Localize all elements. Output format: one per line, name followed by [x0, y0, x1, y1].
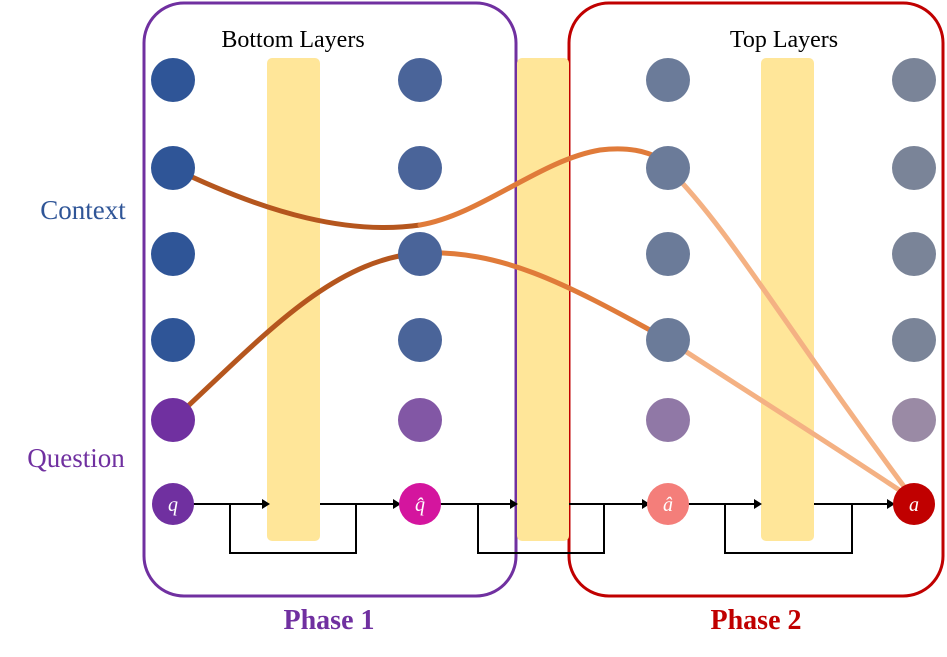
context-node-col2-row2 [398, 146, 442, 190]
residual-connections [190, 499, 895, 554]
layer-bar-2 [517, 58, 569, 541]
context-node-col3-row4 [646, 318, 690, 362]
token-a-hat-label: â [663, 494, 673, 516]
question-node-col4 [892, 398, 936, 442]
question-node-col1 [151, 398, 195, 442]
curve-top-context-to-a [665, 165, 917, 503]
context-node-col4-row1 [892, 58, 936, 102]
curve-top-context-lower-to-a [665, 337, 917, 503]
context-label: Context [40, 195, 126, 225]
token-q-hat-label: q̂ [415, 494, 425, 516]
context-node-col1-row3 [151, 232, 195, 276]
curve-context-to-mid-lower [170, 165, 423, 231]
context-node-col2-row1 [398, 58, 442, 102]
context-node-col3-row2 [646, 146, 690, 190]
question-node-col3 [646, 398, 690, 442]
curve-mid-context-to-top [417, 250, 671, 343]
phase1-label: Phase 1 [284, 605, 375, 636]
layer-bar-1 [267, 58, 320, 541]
context-node-col4-row2 [892, 146, 936, 190]
context-node-col3-row3 [646, 232, 690, 276]
node-grid [151, 58, 936, 442]
token-q-node [152, 483, 194, 525]
token-a-label: a [909, 494, 919, 516]
token-a-node [893, 483, 935, 525]
curve-question-to-mid-context [170, 250, 423, 423]
question-node-col2 [398, 398, 442, 442]
context-node-col1-row2 [151, 146, 195, 190]
top-layers-label: Top Layers [730, 27, 838, 53]
context-node-col4-row4 [892, 318, 936, 362]
phase2-label: Phase 2 [711, 605, 802, 636]
layer-bar-3 [761, 58, 814, 541]
context-node-col1-row1 [151, 58, 195, 102]
token-a-hat-node [647, 483, 689, 525]
context-node-col4-row3 [892, 232, 936, 276]
context-node-col1-row4 [151, 318, 195, 362]
context-node-col3-row1 [646, 58, 690, 102]
context-node-col2-row3 [398, 232, 442, 276]
token-q-label: q [168, 494, 178, 516]
phase1-box [142, 1, 518, 598]
bottom-layers-label: Bottom Layers [221, 27, 364, 53]
question-label: Question [27, 443, 125, 473]
context-node-col2-row4 [398, 318, 442, 362]
token-q-hat-node [399, 483, 441, 525]
